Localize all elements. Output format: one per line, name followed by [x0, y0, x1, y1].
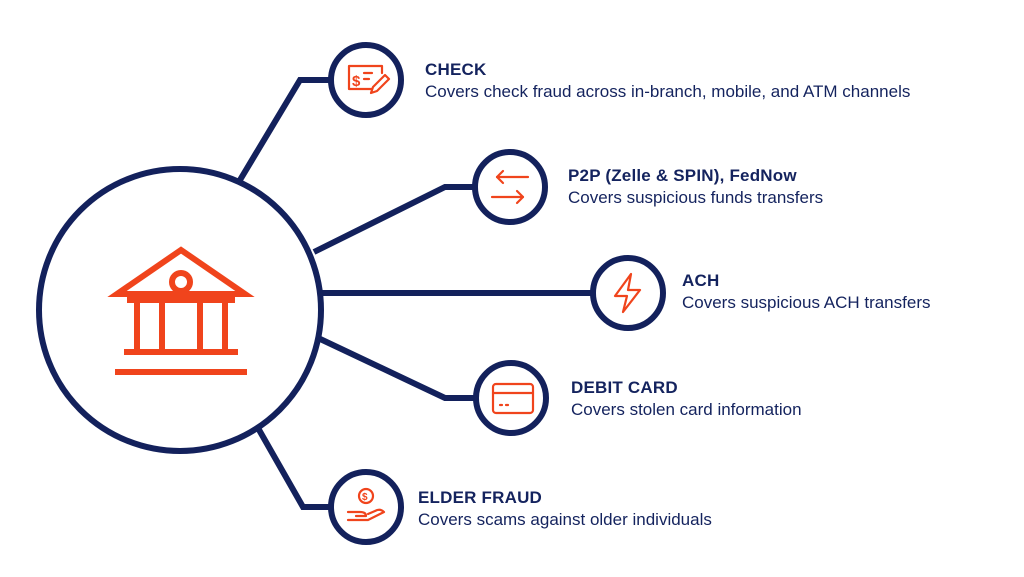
credit-card-icon	[491, 382, 535, 415]
ach-circle	[590, 255, 666, 331]
item-title: DEBIT CARD	[571, 378, 678, 397]
item-description: Covers suspicious ACH transfers	[682, 293, 931, 312]
hand-coin-icon: $	[346, 487, 386, 522]
connector-check	[237, 77, 332, 182]
item-description: Covers suspicious funds transfers	[568, 188, 824, 207]
item-description: Covers stolen card information	[571, 400, 802, 419]
transfer-arrows-icon	[490, 169, 530, 205]
item-ach: ACH Covers suspicious ACH transfers	[682, 270, 930, 314]
bank-icon	[107, 246, 255, 375]
svg-text:$: $	[362, 492, 368, 503]
item-description: Covers check fraud across in-branch, mob…	[425, 82, 911, 101]
check-payment-icon: $	[347, 64, 391, 95]
item-title: CHECK	[425, 60, 487, 79]
lightning-icon	[613, 272, 642, 314]
center-circle	[36, 166, 324, 454]
item-title: ELDER FRAUD	[418, 488, 543, 507]
item-title: P2P (Zelle & SPIN), FedNow	[568, 166, 797, 185]
item-description: Covers scams against older individuals	[418, 510, 712, 529]
connector-debit	[314, 334, 477, 401]
item-check: CHECK Covers check fraud across in-branc…	[425, 59, 910, 103]
item-debit-card: DEBIT CARD Covers stolen card informatio…	[571, 377, 802, 421]
elder-circle	[328, 469, 404, 545]
p2p-circle	[472, 149, 548, 225]
item-title: ACH	[682, 271, 720, 290]
item-p2p: P2P (Zelle & SPIN), FedNow Covers suspic…	[568, 165, 823, 209]
svg-text:$: $	[352, 73, 361, 90]
connector-elder	[255, 426, 332, 510]
debit-circle	[473, 360, 549, 436]
connector-p2p	[312, 184, 476, 255]
item-elder-fraud: ELDER FRAUD Covers scams against older i…	[418, 487, 712, 531]
